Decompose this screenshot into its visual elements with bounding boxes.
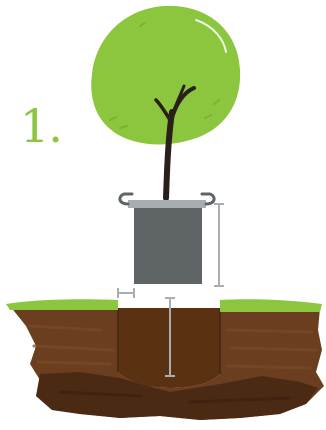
- pot: [120, 194, 214, 284]
- tree-canopy: [91, 6, 240, 145]
- hole-width-measure: [118, 288, 134, 298]
- pot-height-measure: [214, 204, 224, 286]
